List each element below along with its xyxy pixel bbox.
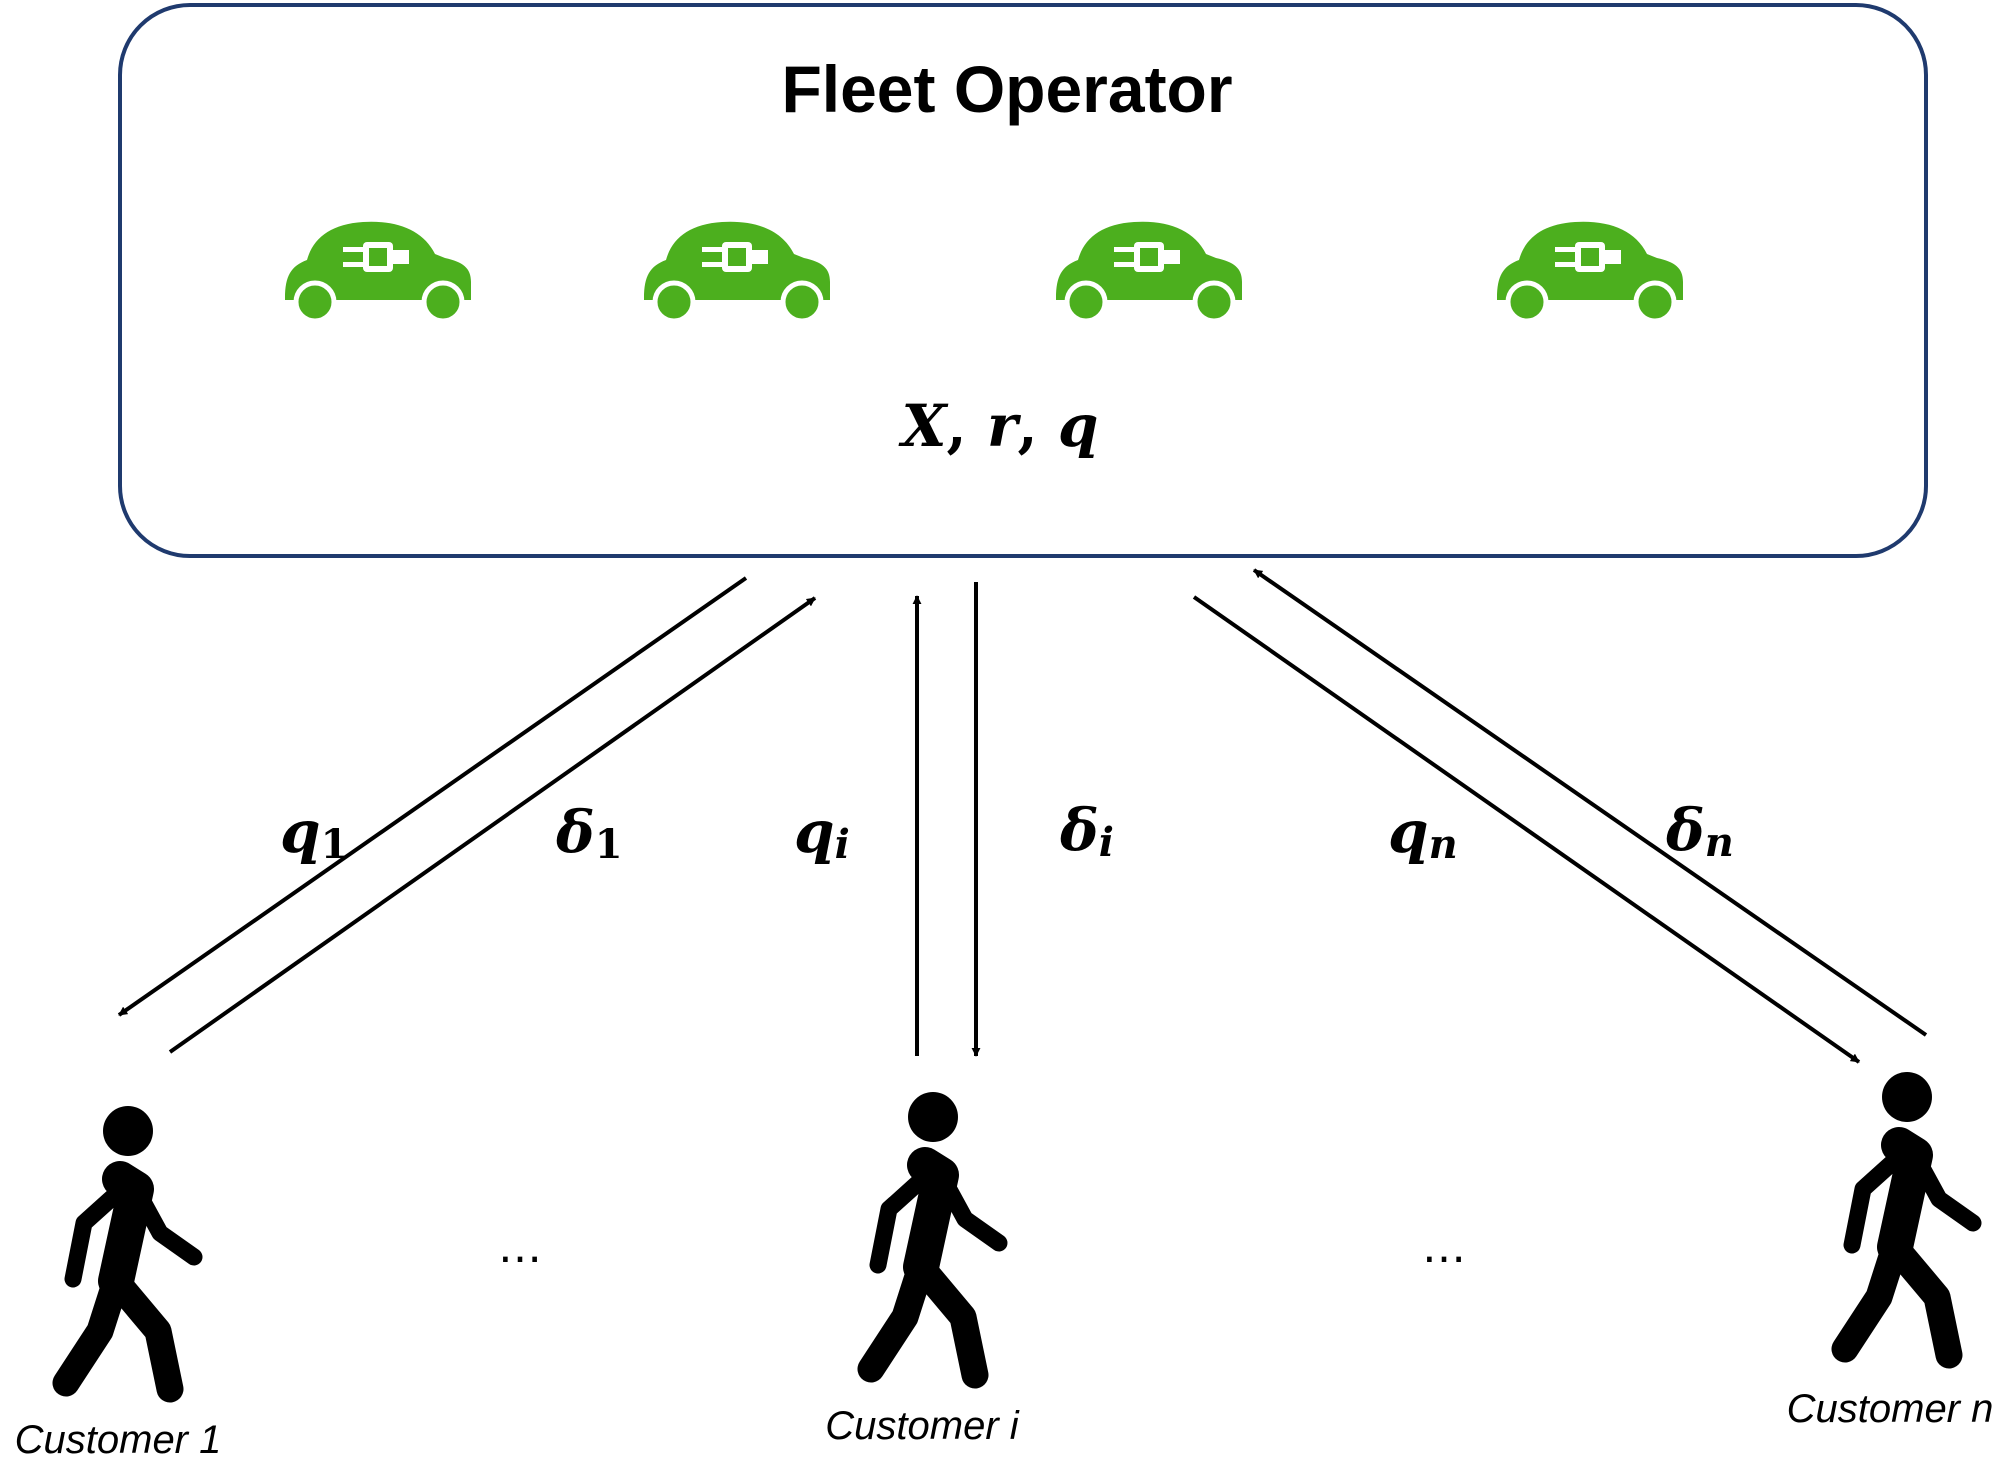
customer-i-label: Customer i — [825, 1404, 1019, 1448]
ellipsis-left: … — [498, 1222, 542, 1273]
operator-state-vars: X, r, q — [898, 392, 1099, 460]
customer-n-label: Customer n — [1787, 1387, 1994, 1431]
walking-person-icon — [66, 1106, 194, 1389]
walking-person-icon — [871, 1092, 999, 1375]
fleet-operator-box — [118, 3, 1928, 558]
label-qi: qi — [794, 798, 850, 868]
state-var-x: X — [898, 392, 949, 460]
arrow-qn-down — [1192, 595, 1861, 1064]
electric-car-icon — [285, 222, 471, 321]
electric-car-icon — [1056, 222, 1242, 321]
arrow-deltan-up — [1252, 568, 1928, 1037]
label-deltan: δn — [1665, 796, 1734, 866]
label-q1: q1 — [280, 798, 348, 868]
label-delta1: δ1 — [555, 798, 623, 868]
ellipsis-right: … — [1422, 1222, 1466, 1273]
electric-car-icon — [644, 222, 830, 321]
arrow-delta1-up — [168, 596, 817, 1054]
arrow-q1-down — [117, 576, 748, 1017]
customer-1-label: Customer 1 — [15, 1418, 222, 1459]
label-deltai: δi — [1059, 796, 1114, 866]
electric-car-icon — [1497, 222, 1683, 321]
walking-person-icon — [1845, 1072, 1973, 1355]
fleet-operator-title: Fleet Operator — [781, 52, 1232, 126]
state-var-r: r — [987, 392, 1022, 460]
state-var-q: q — [1058, 392, 1099, 460]
label-qn: qn — [1388, 798, 1458, 868]
